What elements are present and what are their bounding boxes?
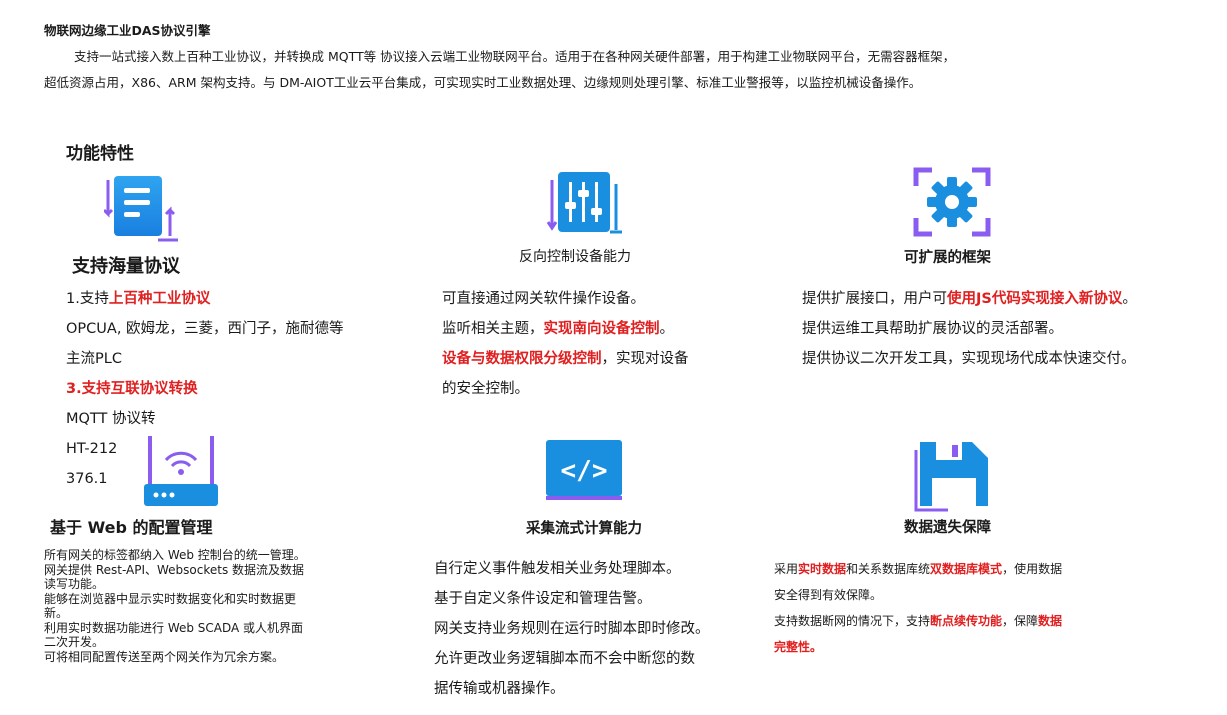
data-loss-line-3: 支持数据断网的情况下，支持断点续传功能，保障数据 bbox=[774, 614, 1063, 628]
data-loss-line-4: 完整性。 bbox=[774, 640, 823, 654]
web-config-line: 所有网关的标签都纳入 Web 控制台的统一管理。 bbox=[44, 548, 306, 562]
web-config-line: 新。 bbox=[44, 606, 69, 620]
reverse-control-line-1: 可直接通过网关软件操作设备。 bbox=[442, 291, 645, 307]
protocols-line-5: MQTT 协议转 bbox=[66, 411, 156, 427]
extensible-text: 提供扩展接口，用户可使用JS代码实现接入新协议。 提供运维工具帮助扩展协议的灵活… bbox=[802, 284, 1137, 374]
reverse-control-title: 反向控制设备能力 bbox=[519, 249, 631, 265]
web-config-line: 读写功能。 bbox=[44, 577, 105, 591]
protocols-line-1: 1.支持上百种工业协议 bbox=[66, 291, 211, 307]
extensible-line-2: 提供运维工具帮助扩展协议的灵活部署。 bbox=[802, 321, 1063, 337]
protocols-text: 1.支持上百种工业协议 OPCUA, 欧姆龙，三菱，西门子，施耐德等 主流PLC… bbox=[66, 284, 344, 494]
reverse-control-line-2: 监听相关主题，实现南向设备控制。 bbox=[442, 321, 674, 337]
protocols-line-2: OPCUA, 欧姆龙，三菱，西门子，施耐德等 bbox=[66, 321, 344, 337]
data-loss-title: 数据遗失保障 bbox=[904, 520, 991, 536]
features-heading: 功能特性 bbox=[66, 144, 134, 164]
extensible-line-1: 提供扩展接口，用户可使用JS代码实现接入新协议。 bbox=[802, 291, 1137, 307]
data-loss-line-1: 采用实时数据和关系数据库统双数据库模式，使用数据 bbox=[774, 562, 1063, 576]
web-config-line: 可将相同配置传送至两个网关作为冗余方案。 bbox=[44, 649, 285, 664]
data-loss-text: 采用实时数据和关系数据库统双数据库模式，使用数据 安全得到有效保障。 支持数据断… bbox=[774, 556, 1062, 660]
stream-compute-line: 自行定义事件触发相关业务处理脚本。 bbox=[434, 561, 681, 577]
intro-line-2: 超低资源占用，X86、ARM 架构支持。与 DM-AIOT工业云平台集成，可实现… bbox=[44, 75, 922, 90]
web-config-text: 所有网关的标签都纳入 Web 控制台的统一管理。网关提供 Rest-API、We… bbox=[44, 548, 306, 664]
sliders-icon bbox=[544, 168, 624, 238]
floppy-disk-icon bbox=[914, 440, 994, 512]
stream-compute-line: 基于自定义条件设定和管理告警。 bbox=[434, 591, 652, 607]
code-icon-text: </> bbox=[561, 456, 608, 486]
stream-compute-line: 网关支持业务规则在运行时脚本即时修改。 bbox=[434, 621, 710, 637]
document-title: 物联网边缘工业DAS协议引擎 bbox=[44, 23, 211, 38]
protocols-line-7: 376.1 bbox=[66, 471, 108, 487]
wifi-router-icon bbox=[144, 434, 222, 510]
protocols-title: 支持海量协议 bbox=[72, 256, 180, 277]
web-config-title: 基于 Web 的配置管理 bbox=[50, 518, 213, 537]
stream-compute-title: 采集流式计算能力 bbox=[526, 521, 642, 537]
protocols-line-6: HT-212 bbox=[66, 441, 118, 457]
stream-compute-text: 自行定义事件触发相关业务处理脚本。基于自定义条件设定和管理告警。网关支持业务规则… bbox=[434, 554, 710, 704]
intro-paragraph: 支持一站式接入数上百种工业协议，并转换成 MQTT等 协议接入云端工业物联网平台… bbox=[44, 44, 1194, 96]
extensible-line-3: 提供协议二次开发工具，实现现场代成本快速交付。 bbox=[802, 351, 1136, 367]
data-loss-line-2: 安全得到有效保障。 bbox=[774, 588, 883, 602]
stream-compute-line: 据传输或机器操作。 bbox=[434, 681, 565, 697]
gear-frame-icon bbox=[912, 166, 992, 238]
protocols-line-3: 主流PLC bbox=[66, 351, 122, 367]
web-config-line: 能够在浏览器中显示实时数据变化和实时数据更 bbox=[44, 591, 297, 606]
extensible-title: 可扩展的框架 bbox=[904, 250, 991, 266]
document-arrows-icon bbox=[104, 174, 180, 242]
reverse-control-line-4: 的安全控制。 bbox=[442, 381, 529, 397]
web-config-line: 网关提供 Rest-API、Websockets 数据流及数据 bbox=[44, 562, 305, 577]
reverse-control-text: 可直接通过网关软件操作设备。 监听相关主题，实现南向设备控制。 设备与数据权限分… bbox=[442, 284, 689, 404]
code-icon: </> bbox=[546, 440, 622, 500]
web-config-line: 利用实时数据功能进行 Web SCADA 或人机界面 bbox=[44, 620, 304, 635]
protocols-line-4: 3.支持互联协议转换 bbox=[66, 381, 198, 397]
intro-line-1: 支持一站式接入数上百种工业协议，并转换成 MQTT等 协议接入云端工业物联网平台… bbox=[74, 49, 956, 64]
reverse-control-line-3: 设备与数据权限分级控制，实现对设备 bbox=[442, 351, 689, 367]
web-config-line: 二次开发。 bbox=[44, 635, 105, 649]
stream-compute-line: 允许更改业务逻辑脚本而不会中断您的数 bbox=[434, 651, 695, 667]
